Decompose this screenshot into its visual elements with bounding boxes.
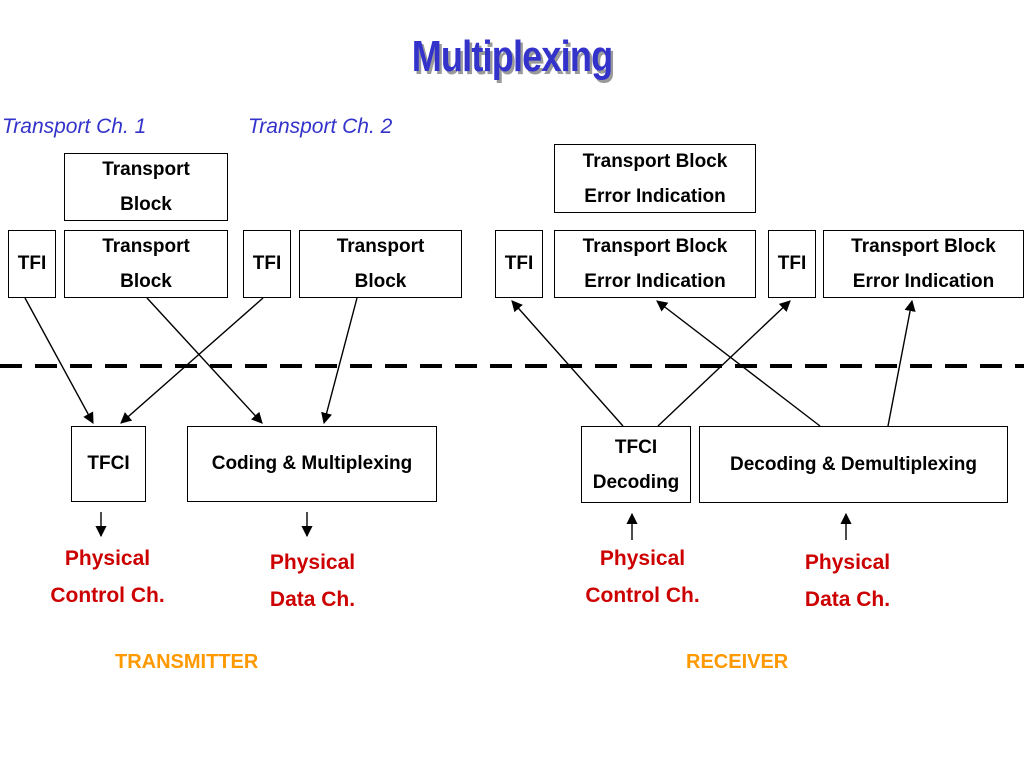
box-line: Transport Block bbox=[851, 236, 996, 257]
tx-physical-control-channel: Physical Control Ch. bbox=[30, 540, 185, 614]
tx-tfci-box: TFCI bbox=[71, 426, 146, 502]
transport-channel-1-label: Transport Ch. 1 bbox=[2, 115, 147, 138]
box-line: Error Indication bbox=[584, 271, 726, 292]
box-line: Error Indication bbox=[852, 271, 995, 292]
box-line: Block bbox=[354, 271, 407, 292]
box-line: TFCI bbox=[87, 453, 130, 474]
box-line: Transport bbox=[102, 236, 190, 257]
tx-transport-block-1: Transport Block bbox=[64, 230, 228, 298]
tx-coding-multiplexing-box: Coding & Multiplexing bbox=[187, 426, 437, 502]
box-line: Transport Block bbox=[582, 236, 728, 257]
box-line: Decoding & Demultiplexing bbox=[729, 453, 978, 475]
transport-channel-2-label: Transport Ch. 2 bbox=[248, 115, 393, 138]
phys-line: Data Ch. bbox=[804, 588, 891, 611]
box-line: Decoding bbox=[592, 471, 680, 493]
arrow-decoding-to-block1 bbox=[656, 300, 821, 427]
box-line: Error Indication bbox=[584, 185, 726, 207]
phys-line: Data Ch. bbox=[269, 588, 356, 611]
phys-line: Physical bbox=[804, 551, 891, 574]
arrow-tfi1-to-tfci bbox=[24, 297, 94, 424]
transmitter-label: TRANSMITTER bbox=[115, 651, 259, 673]
arrow-block2-to-coding bbox=[321, 297, 358, 425]
rx-error-indication-1: Transport Block Error Indication bbox=[554, 230, 756, 298]
box-line: Transport bbox=[336, 236, 425, 257]
phys-line: Physical bbox=[269, 551, 356, 574]
page-title: Multiplexing bbox=[411, 32, 613, 81]
tx-transport-block-top: Transport Block bbox=[64, 153, 228, 221]
tx-tfi-2-box: TFI bbox=[243, 230, 291, 298]
box-line: Transport Block bbox=[582, 150, 728, 172]
box-line: Transport bbox=[102, 159, 190, 180]
arrow-tfi2-to-tfci bbox=[120, 297, 264, 424]
phys-line: Physical bbox=[64, 547, 151, 570]
tx-tfi-1-box: TFI bbox=[8, 230, 56, 298]
phys-line: Control Ch. bbox=[50, 584, 165, 607]
tx-physical-data-channel: Physical Data Ch. bbox=[240, 544, 385, 618]
tx-transport-block-2: Transport Block bbox=[299, 230, 462, 298]
rx-tfci-decoding-box: TFCI Decoding bbox=[581, 426, 691, 503]
box-line: TFI bbox=[17, 253, 47, 274]
rx-physical-control-channel: Physical Control Ch. bbox=[565, 540, 720, 614]
rx-tfi-2-box: TFI bbox=[768, 230, 816, 298]
rx-decoding-demultiplexing-box: Decoding & Demultiplexing bbox=[699, 426, 1008, 503]
arrow-block1-to-coding bbox=[146, 297, 263, 424]
box-line: TFI bbox=[777, 253, 807, 274]
box-line: TFI bbox=[252, 253, 282, 274]
rx-physical-data-channel: Physical Data Ch. bbox=[775, 544, 920, 618]
phys-line: Control Ch. bbox=[585, 584, 700, 607]
box-line: Block bbox=[120, 271, 172, 292]
rx-error-indication-2: Transport Block Error Indication bbox=[823, 230, 1024, 298]
arrow-decoding-to-block2 bbox=[887, 299, 916, 427]
phys-line: Physical bbox=[599, 547, 686, 570]
arrow-tfci-decoding-to-tfi1 bbox=[511, 300, 624, 427]
box-line: TFI bbox=[504, 253, 534, 274]
receiver-label: RECEIVER bbox=[686, 651, 789, 673]
box-line: Block bbox=[120, 194, 172, 215]
rx-error-indication-top: Transport Block Error Indication bbox=[554, 144, 756, 213]
box-line: TFCI bbox=[614, 436, 658, 458]
box-line: Coding & Multiplexing bbox=[211, 453, 413, 474]
arrow-tfci-decoding-to-tfi2 bbox=[657, 300, 791, 427]
rx-tfi-1-box: TFI bbox=[495, 230, 543, 298]
